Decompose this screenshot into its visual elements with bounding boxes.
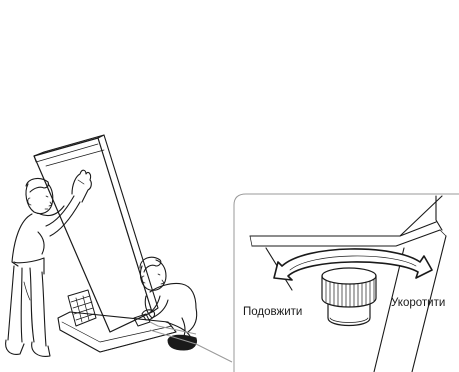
appliance-base [58, 312, 176, 352]
refrigerator-cabinet [34, 135, 158, 332]
appliance-tilt-scene [6, 135, 232, 362]
shorten-label: Укоротити [391, 297, 445, 309]
double-arrow-rotate-icon [274, 249, 432, 280]
leveling-foot-icon [322, 268, 376, 326]
standing-person [6, 170, 92, 356]
vent-grille [68, 290, 96, 326]
lengthen-label: Подовжити [243, 306, 302, 318]
callout-panel: Подовжити Укоротити [234, 194, 459, 372]
